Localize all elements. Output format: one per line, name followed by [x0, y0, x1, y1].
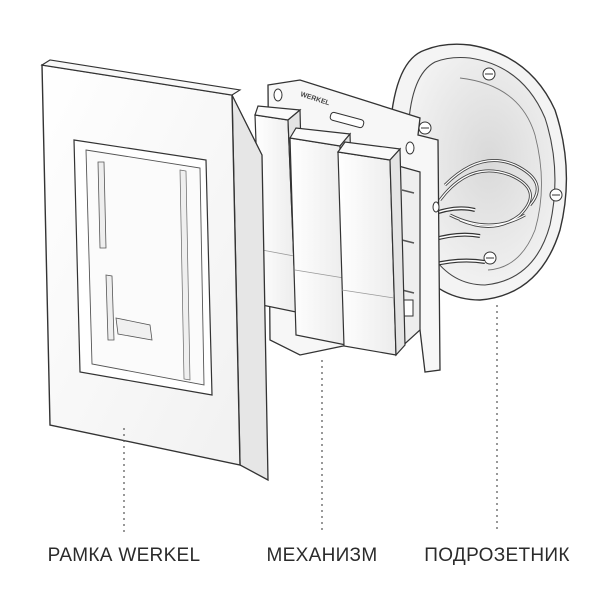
box-screw-icon [549, 188, 563, 202]
box-screw-icon [483, 251, 497, 265]
label-mechanism: МЕХАНИЗМ [266, 545, 378, 566]
box-screw-icon [418, 121, 432, 135]
switch-mechanism: WERKEL [254, 79, 441, 373]
wire-coil-inner [439, 159, 538, 228]
label-frame: РАМКА WERKEL [47, 545, 201, 566]
box-screw-icon [482, 67, 496, 81]
rocker-key-right [336, 141, 406, 357]
frame [40, 59, 269, 482]
label-mounting-box: ПОДРОЗЕТНИК [424, 545, 570, 566]
leader-lines [123, 305, 498, 532]
